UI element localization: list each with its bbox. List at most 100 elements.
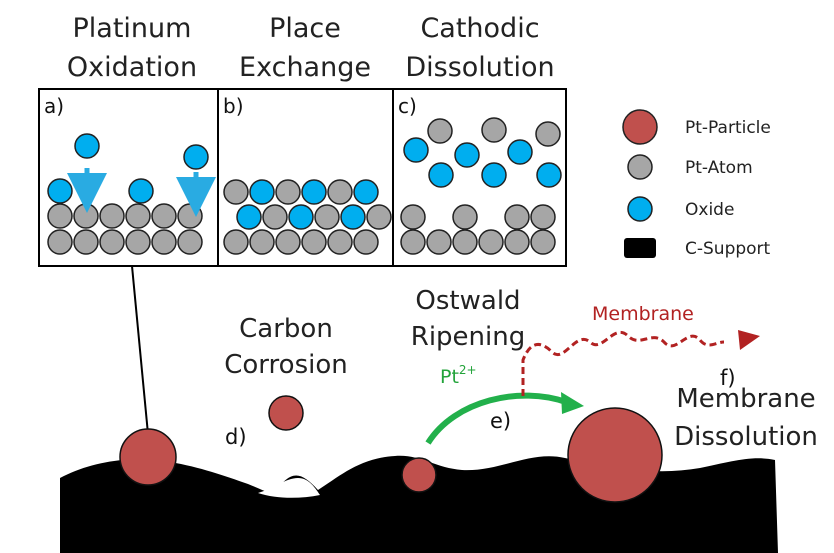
legend-particle-icon (622, 109, 658, 145)
pt-atom (452, 204, 478, 230)
pt-atom (151, 229, 177, 255)
pt-atom (504, 204, 530, 230)
pt-atom (99, 229, 125, 255)
oxide-atom (536, 162, 562, 188)
pt-particle (119, 428, 177, 486)
pt-atom (262, 204, 288, 230)
pt-atom (177, 229, 203, 255)
oxide-atom (236, 204, 262, 230)
pt-atom (177, 203, 203, 229)
pt-atom (426, 229, 452, 255)
legend: Pt-Particle Pt-Atom Oxide C-Support (622, 109, 771, 259)
pt-atom (353, 229, 379, 255)
corrosion-pit (258, 478, 320, 498)
membrane-dissolution-label: Membrane (676, 384, 815, 414)
panel-label-a: a) (44, 94, 64, 118)
pt-atom (47, 203, 73, 229)
legend-oxide-icon (627, 196, 653, 222)
title-line: Place (269, 13, 341, 44)
legend-support-icon (624, 238, 656, 258)
pt-atom (452, 229, 478, 255)
title-place-exchange: Place Exchange (239, 13, 371, 83)
label-e: e) (490, 409, 511, 433)
pt-atom (275, 229, 301, 255)
oxide-atom (340, 204, 366, 230)
panels-frame (38, 88, 567, 267)
oxide-atom (249, 179, 275, 205)
pt-atom (301, 229, 327, 255)
legend-label: Pt-Particle (685, 118, 771, 138)
title-cathodic-dissolution: Cathodic Dissolution (405, 13, 554, 83)
pt-ion-label: Pt2+ (440, 363, 477, 388)
pt-atom (223, 179, 249, 205)
legend-label: Oxide (685, 200, 734, 220)
pt-atom (530, 204, 556, 230)
legend-label: Pt-Atom (685, 158, 753, 178)
oxide-atom (47, 178, 73, 204)
ostwald-label: Ostwald (415, 286, 520, 316)
legend-atom-icon (627, 154, 653, 180)
pt-atom (478, 229, 504, 255)
oxide-atom (301, 179, 327, 205)
title-platinum-oxidation: Platinum Oxidation (67, 13, 197, 83)
pt-atom (151, 203, 177, 229)
label-f: f) (720, 366, 736, 390)
oxide-atom (454, 142, 480, 168)
legend-label: C-Support (685, 239, 771, 259)
callout-line (131, 265, 149, 435)
oxide-atom (183, 144, 209, 170)
pt-atom (530, 229, 556, 255)
pt-atom (327, 179, 353, 205)
title-line: Exchange (239, 52, 371, 83)
carbon-corrosion-label: Carbon (239, 314, 333, 344)
pt-atom (314, 204, 340, 230)
pt-atom (99, 203, 125, 229)
pt-atom (427, 118, 453, 144)
oxide-atom (353, 179, 379, 205)
ostwald-label: Ripening (411, 322, 525, 352)
panel-label-c: c) (398, 94, 417, 118)
pt-particle-detached (268, 395, 304, 431)
membrane-dissolution-label: Dissolution (674, 422, 818, 452)
title-line: Platinum (73, 13, 192, 44)
pt-ion-charge: 2+ (459, 363, 477, 377)
panel-c-atoms (400, 117, 562, 255)
oxide-atom (288, 204, 314, 230)
pt-atom (73, 229, 99, 255)
title-line: Cathodic (420, 13, 539, 44)
pt-atom (400, 204, 426, 230)
pt-atom (366, 204, 392, 230)
pt-atom (73, 203, 99, 229)
oxide-atom (481, 162, 507, 188)
pt-atom (504, 229, 530, 255)
label-d: d) (225, 425, 247, 449)
pt-ion-symbol: Pt (440, 366, 459, 388)
pt-particle-small (401, 457, 437, 493)
panel-b-atoms (223, 179, 392, 255)
oxide-atom (428, 162, 454, 188)
membrane-label: Membrane (592, 303, 694, 325)
pt-atom (125, 203, 151, 229)
oxide-atom (128, 178, 154, 204)
pt-atom (249, 229, 275, 255)
pt-atom (125, 229, 151, 255)
pt-atom (275, 179, 301, 205)
oxide-atom (507, 139, 533, 165)
pt-atom (400, 229, 426, 255)
pt-atom (47, 229, 73, 255)
ostwald-arrow (425, 392, 567, 445)
panel-a-atoms (47, 133, 209, 255)
membrane-arrow-head (738, 330, 760, 350)
pt-particle-large (567, 407, 663, 503)
pt-atom (223, 229, 249, 255)
oxide-atom (74, 133, 100, 159)
title-line: Oxidation (67, 52, 197, 83)
pt-atom (327, 229, 353, 255)
oxide-atom (403, 137, 429, 163)
carbon-corrosion-label: Corrosion (224, 350, 347, 380)
pt-atom (481, 117, 507, 143)
pt-atom (535, 121, 561, 147)
title-line: Dissolution (405, 52, 554, 83)
ostwald-arrow-head (561, 392, 584, 414)
